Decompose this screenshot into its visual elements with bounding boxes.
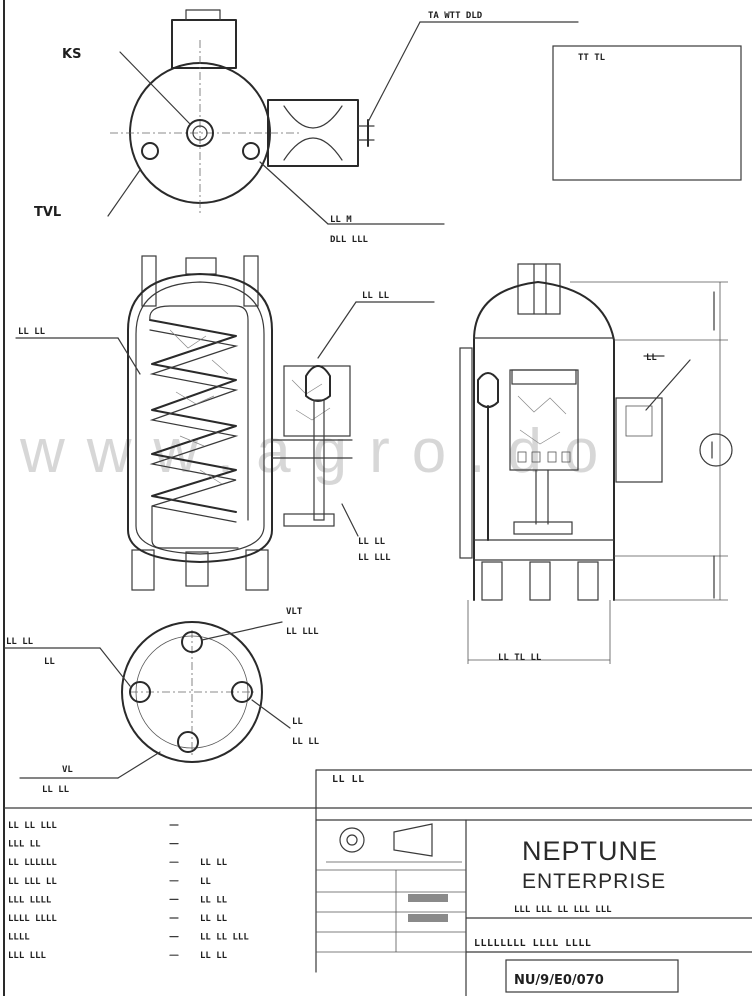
- note-row-value: LL LL LLL: [200, 933, 249, 943]
- company-name-line-2: ENTERPRISE: [522, 870, 666, 893]
- label-bottom-bottom-1: VL: [62, 765, 73, 775]
- drawing-number-box: [505, 959, 679, 993]
- heating-coil: [149, 319, 237, 513]
- note-row-label: LL LLLLLL: [8, 858, 57, 868]
- side-nozzle-right: [242, 142, 260, 160]
- bottom-nozzle-top: [181, 631, 203, 653]
- drawing-description: LLLLLLLL LLLL LLLL: [474, 938, 591, 949]
- note-row-value: LL LL: [200, 858, 228, 868]
- label-coil: LL LL: [18, 327, 46, 337]
- projection-symbol: [339, 827, 365, 853]
- note-row-label: LL LLL LL: [8, 877, 57, 887]
- revision-header: LL LL: [332, 774, 365, 785]
- company-subtitle: LLL LLL LL LLL LLL: [514, 905, 612, 915]
- note-row-label: LLL LL: [8, 840, 41, 850]
- label-heater: LL LL: [362, 291, 390, 301]
- side-view: LL TL LL LL: [459, 263, 733, 664]
- item-balloon: [699, 433, 733, 467]
- company-name-line-1: NEPTUNE: [522, 836, 658, 866]
- notes-box-title: TT TL: [578, 53, 606, 63]
- label-bottom-left-1: LL LL: [6, 637, 34, 647]
- top-view: KS TA WTT DLD TVL LL M DLL LLL: [34, 9, 579, 245]
- notes-box: TT TL: [552, 45, 742, 181]
- watermark-text: www.agro.do: [19, 417, 620, 486]
- label-bottom-right-2: DLL LLL: [330, 235, 369, 245]
- note-row-value: LL LL: [200, 914, 228, 924]
- note-row-label: LLL LLLL: [8, 895, 52, 905]
- label-bottom-right-1: LL M: [330, 215, 352, 225]
- top-nozzle: [171, 19, 237, 69]
- bottom-nozzle-bottom: [177, 731, 199, 753]
- label-bottom-right-1: LL: [292, 717, 303, 727]
- note-row-label: LLLL: [8, 933, 30, 943]
- title-block: LL LL NEPTUNE ENTERPRISE LLL LLL LL LLL …: [3, 769, 752, 996]
- label-bottom-bottom-2: LL LL: [42, 785, 70, 795]
- side-nozzle-left: [141, 142, 159, 160]
- label-bottom-top-1: VLT: [286, 607, 303, 617]
- label-bottom-left: TVL: [34, 205, 61, 220]
- bottom-view-shell: [121, 621, 263, 763]
- label-side-right: LL: [646, 353, 657, 363]
- vessel-shell: [127, 273, 273, 563]
- label-bottom-dimension: LL TL LL: [498, 653, 542, 663]
- drawing-number: NU/9/E0/070: [514, 973, 604, 988]
- label-top-right: TA WTT DLD: [428, 11, 483, 21]
- note-row-label: LLL LLL: [8, 951, 47, 961]
- vessel-section-view: LL LL LL LL LL LL LL LLL: [15, 255, 435, 591]
- label-element-1: LL LL: [358, 537, 386, 547]
- label-center-nozzle: KS: [62, 47, 81, 62]
- center-nozzle: [186, 119, 214, 147]
- label-bottom-right-2: LL LL: [292, 737, 320, 747]
- note-row-value: LL LL: [200, 895, 228, 905]
- note-row-label: LLLL LLLL: [8, 914, 57, 924]
- side-view-dome: [473, 281, 615, 341]
- label-bottom-left-2: LL: [44, 657, 55, 667]
- note-row-value: LL LL: [200, 951, 228, 961]
- note-row-value: LL: [200, 877, 211, 887]
- bottom-nozzle-left: [129, 681, 151, 703]
- note-row-label: LL LL LLL: [8, 821, 57, 831]
- bottom-view: VLT LL LLL LL LL LL LL LL LL VL LL LL: [3, 607, 320, 795]
- label-element-2: LL LLL: [358, 553, 391, 563]
- heater-box-top: [267, 99, 359, 167]
- bottom-nozzle-right: [231, 681, 253, 703]
- label-bottom-top-2: LL LLL: [286, 627, 319, 637]
